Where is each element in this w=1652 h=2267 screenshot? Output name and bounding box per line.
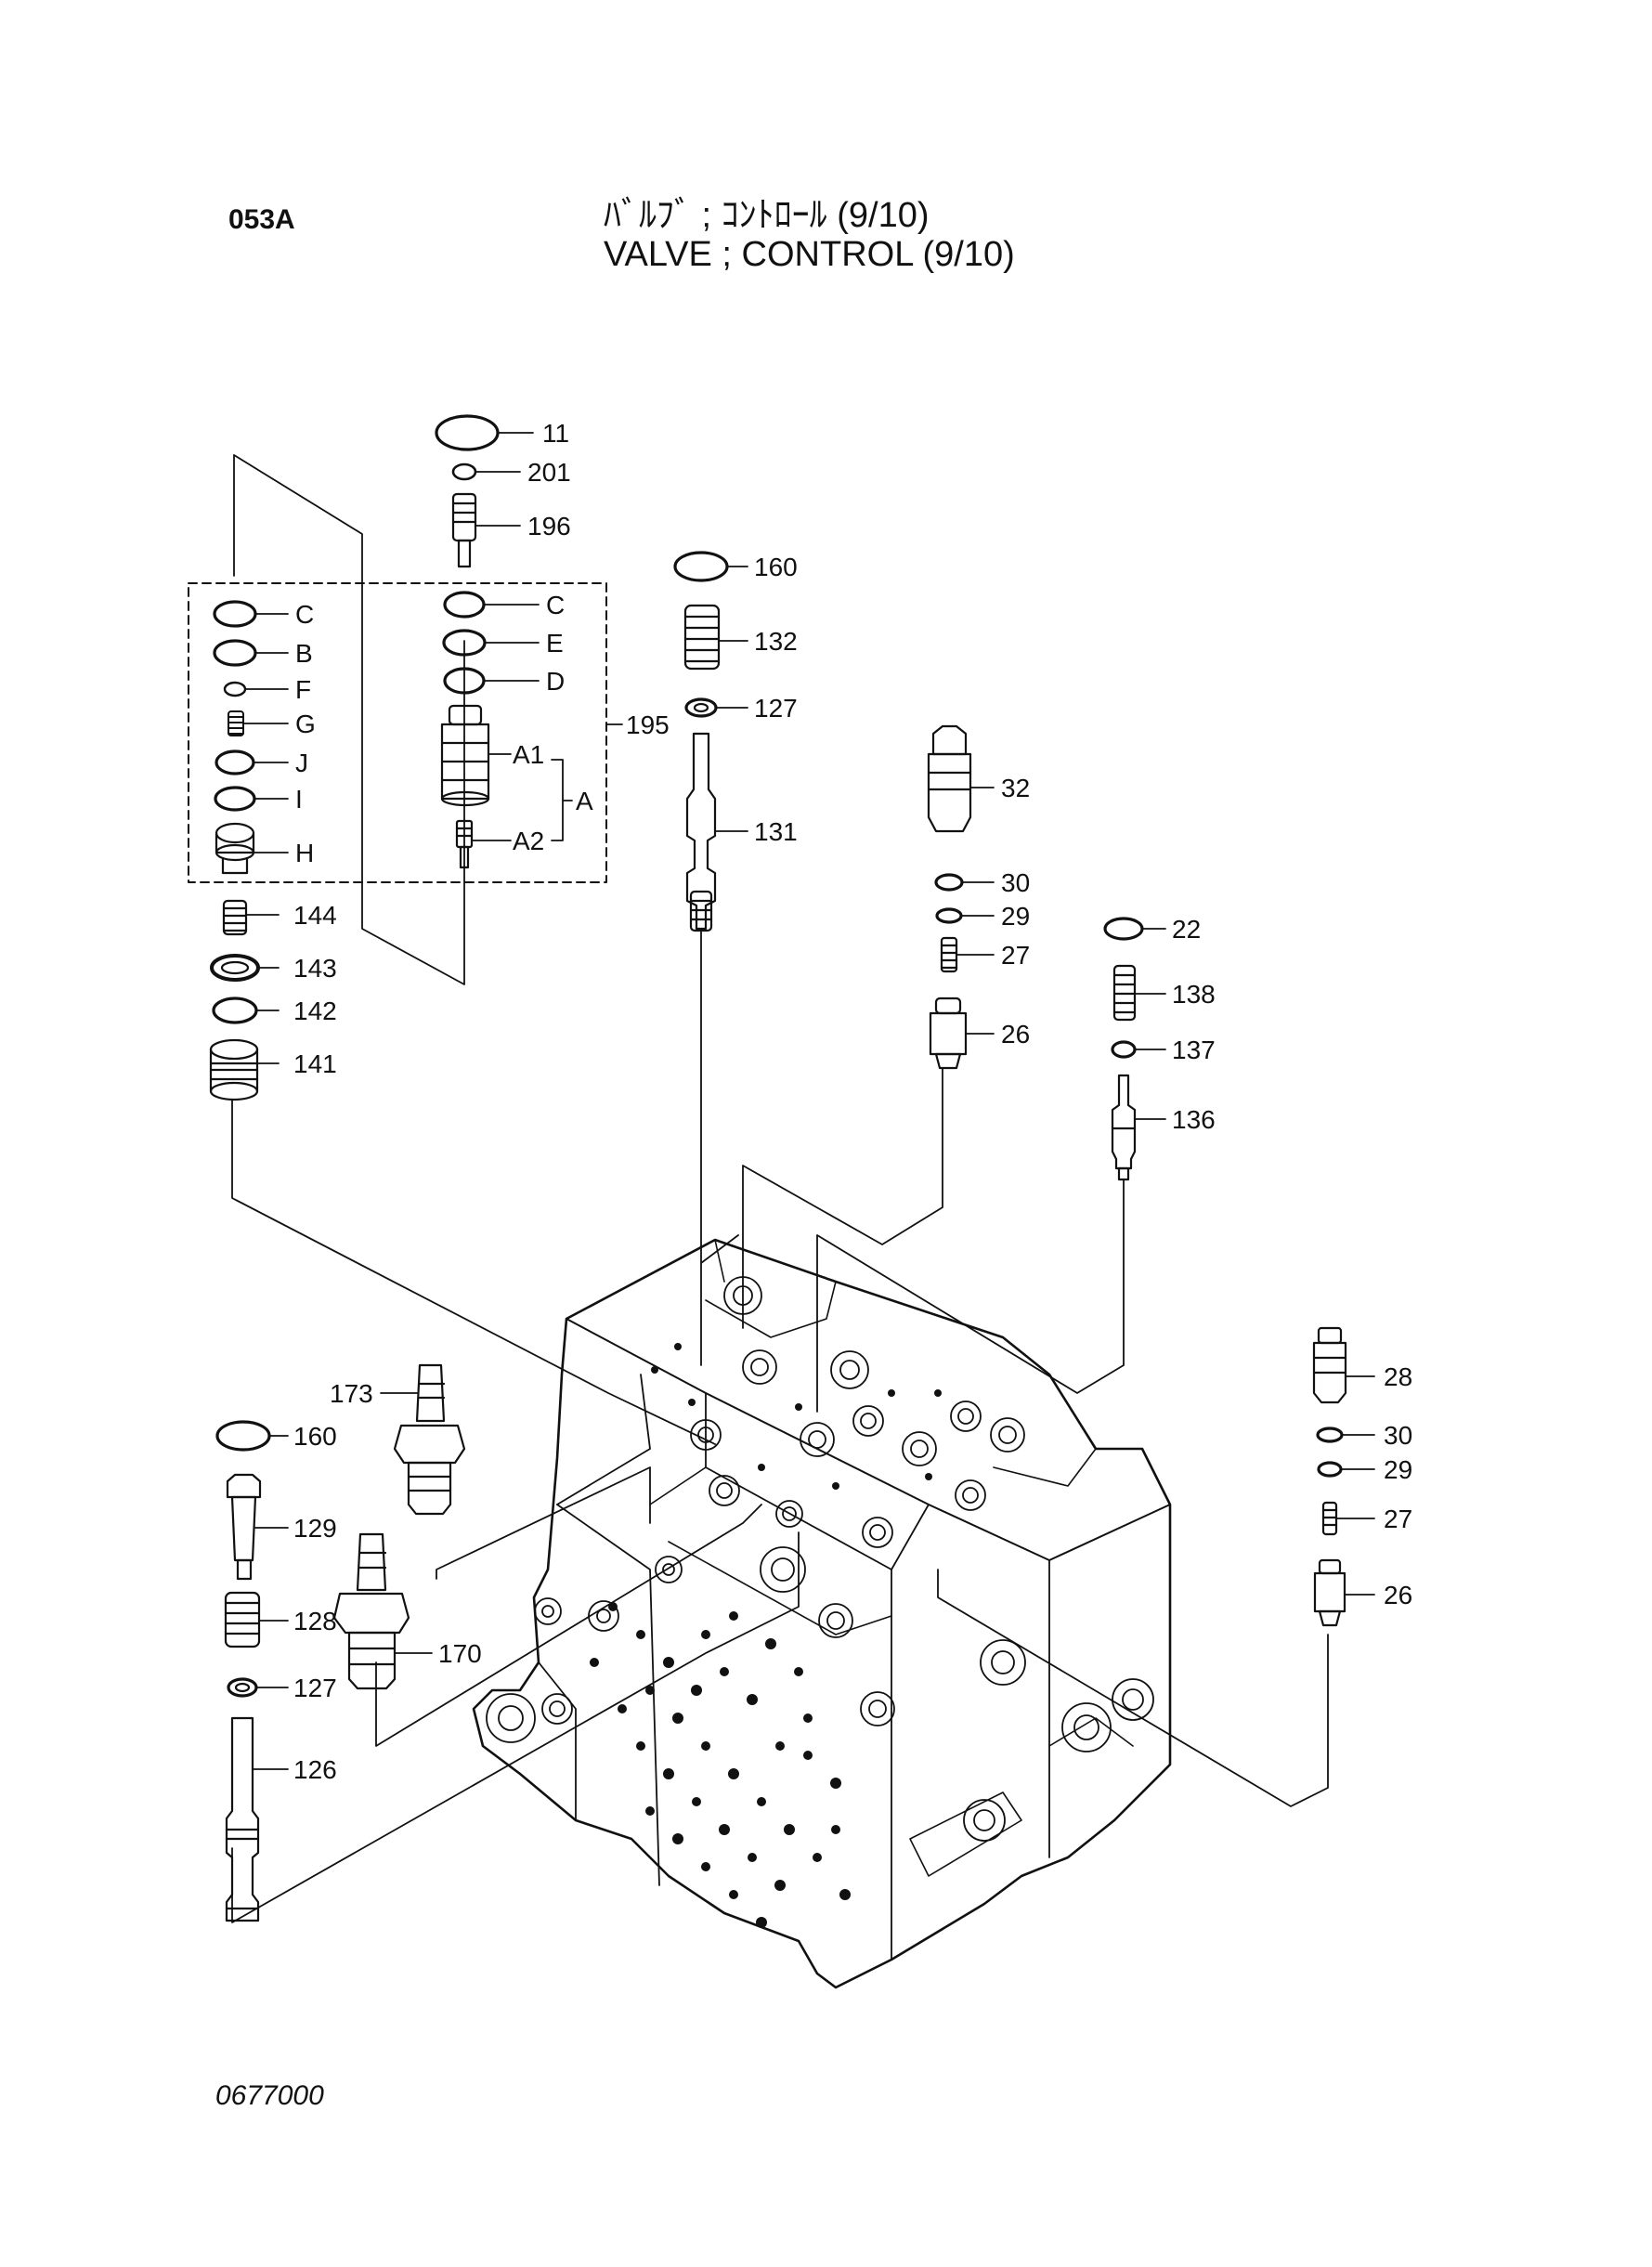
callout-c-right: C [546, 591, 565, 619]
poppet-26-bot [1313, 1558, 1346, 1627]
spring-132 [683, 604, 721, 671]
callout-e: E [546, 629, 564, 658]
callout-160-bot: 160 [293, 1422, 337, 1451]
o-ring-b [213, 639, 257, 667]
spring-27-bot [1321, 1501, 1338, 1536]
callout-g: G [295, 710, 316, 738]
o-ring-30-top [934, 873, 964, 892]
o-ring-22 [1103, 917, 1144, 941]
spring-138 [1112, 964, 1137, 1022]
callout-a2: A2 [513, 827, 544, 855]
callout-127-top: 127 [754, 694, 798, 723]
plug-32 [927, 724, 972, 833]
callout-173: 173 [330, 1379, 373, 1408]
o-ring-29-top [935, 907, 963, 924]
page-code: 053A [228, 204, 295, 235]
plug-129 [226, 1473, 262, 1581]
callout-138: 138 [1172, 980, 1216, 1009]
callout-32: 32 [1001, 774, 1030, 802]
callout-141: 141 [293, 1049, 337, 1078]
title-english: VALVE ; CONTROL (9/10) [604, 235, 1015, 274]
washer-137 [1111, 1040, 1137, 1059]
callout-132: 132 [754, 627, 798, 656]
callout-129: 129 [293, 1514, 337, 1543]
spring-144 [222, 899, 248, 936]
callout-142: 142 [293, 997, 337, 1025]
callout-126: 126 [293, 1755, 337, 1784]
callout-leaders [242, 432, 1375, 1770]
plug-28 [1312, 1326, 1347, 1404]
callout-d: D [546, 667, 565, 696]
o-ring-c-left [213, 600, 257, 628]
callout-22: 22 [1172, 915, 1201, 944]
spool-126 [225, 1716, 260, 1922]
body-a1 [440, 704, 490, 807]
callout-30-top: 30 [1001, 868, 1030, 897]
callout-a: A [576, 787, 593, 815]
plunger-196 [451, 492, 477, 568]
callout-160-top: 160 [754, 553, 798, 581]
o-ring-29-bot [1317, 1461, 1343, 1478]
washer-127-top [684, 697, 718, 718]
callout-27-bot: 27 [1384, 1505, 1412, 1533]
spring-128 [224, 1591, 261, 1648]
callout-128: 128 [293, 1607, 337, 1635]
callout-30-bot: 30 [1384, 1421, 1412, 1450]
sub-assembly-boundary [188, 582, 607, 883]
pin-a2 [455, 819, 474, 869]
callout-127-bot: 127 [293, 1674, 337, 1702]
callout-195: 195 [626, 710, 670, 739]
callout-26-top: 26 [1001, 1020, 1030, 1049]
o-ring-160-bot [215, 1420, 271, 1452]
ring-143 [210, 954, 260, 982]
o-ring-160-top [673, 551, 729, 582]
callout-labels: 11 201 196 C B F G J I H C E D A1 A A2 1… [293, 419, 1412, 1784]
o-ring-142 [212, 997, 258, 1024]
callout-29-bot: 29 [1384, 1455, 1412, 1484]
callout-f: F [295, 675, 311, 704]
callout-201: 201 [527, 458, 571, 487]
callout-143: 143 [293, 954, 337, 983]
spring-27-top [940, 936, 958, 973]
title-japanese: ﾊﾞﾙﾌﾞ ; ｺﾝﾄﾛｰﾙ (9/10) [604, 196, 930, 235]
o-ring-i [214, 786, 256, 812]
callout-196: 196 [527, 512, 571, 541]
callout-137: 137 [1172, 1036, 1216, 1064]
callout-26-bot: 26 [1384, 1581, 1412, 1609]
o-ring-c-right [443, 591, 486, 619]
callout-136: 136 [1172, 1105, 1216, 1134]
callout-c-left: C [295, 600, 314, 629]
sleeve-141 [209, 1038, 259, 1101]
callout-i: I [295, 785, 303, 814]
plug-h [215, 822, 255, 875]
spool-131 [685, 732, 717, 932]
o-ring-11 [435, 414, 500, 451]
callout-131: 131 [754, 817, 798, 846]
stem-136 [1111, 1074, 1137, 1181]
o-ring-j [215, 749, 255, 775]
callout-170: 170 [438, 1639, 482, 1668]
callout-144: 144 [293, 901, 337, 930]
callout-27-top: 27 [1001, 941, 1030, 970]
spring-g [228, 710, 244, 736]
callout-11: 11 [542, 419, 569, 448]
callout-b: B [295, 639, 313, 668]
ring-201 [451, 463, 477, 481]
relief-valve-170 [332, 1532, 410, 1690]
washer-127-bot [227, 1677, 258, 1698]
o-ring-30-bot [1316, 1427, 1344, 1443]
assembly-lines [231, 454, 1329, 1923]
control-valve-body [472, 1238, 1172, 1989]
callout-j: J [295, 749, 308, 777]
callout-28: 28 [1384, 1362, 1412, 1391]
ring-f [223, 681, 247, 697]
callout-29-top: 29 [1001, 902, 1030, 931]
callout-h: H [295, 839, 314, 867]
drawing-number: 0677000 [215, 2080, 324, 2111]
relief-valve-173 [393, 1363, 466, 1516]
poppet-26-top [929, 997, 968, 1070]
callout-a1: A1 [513, 740, 544, 769]
